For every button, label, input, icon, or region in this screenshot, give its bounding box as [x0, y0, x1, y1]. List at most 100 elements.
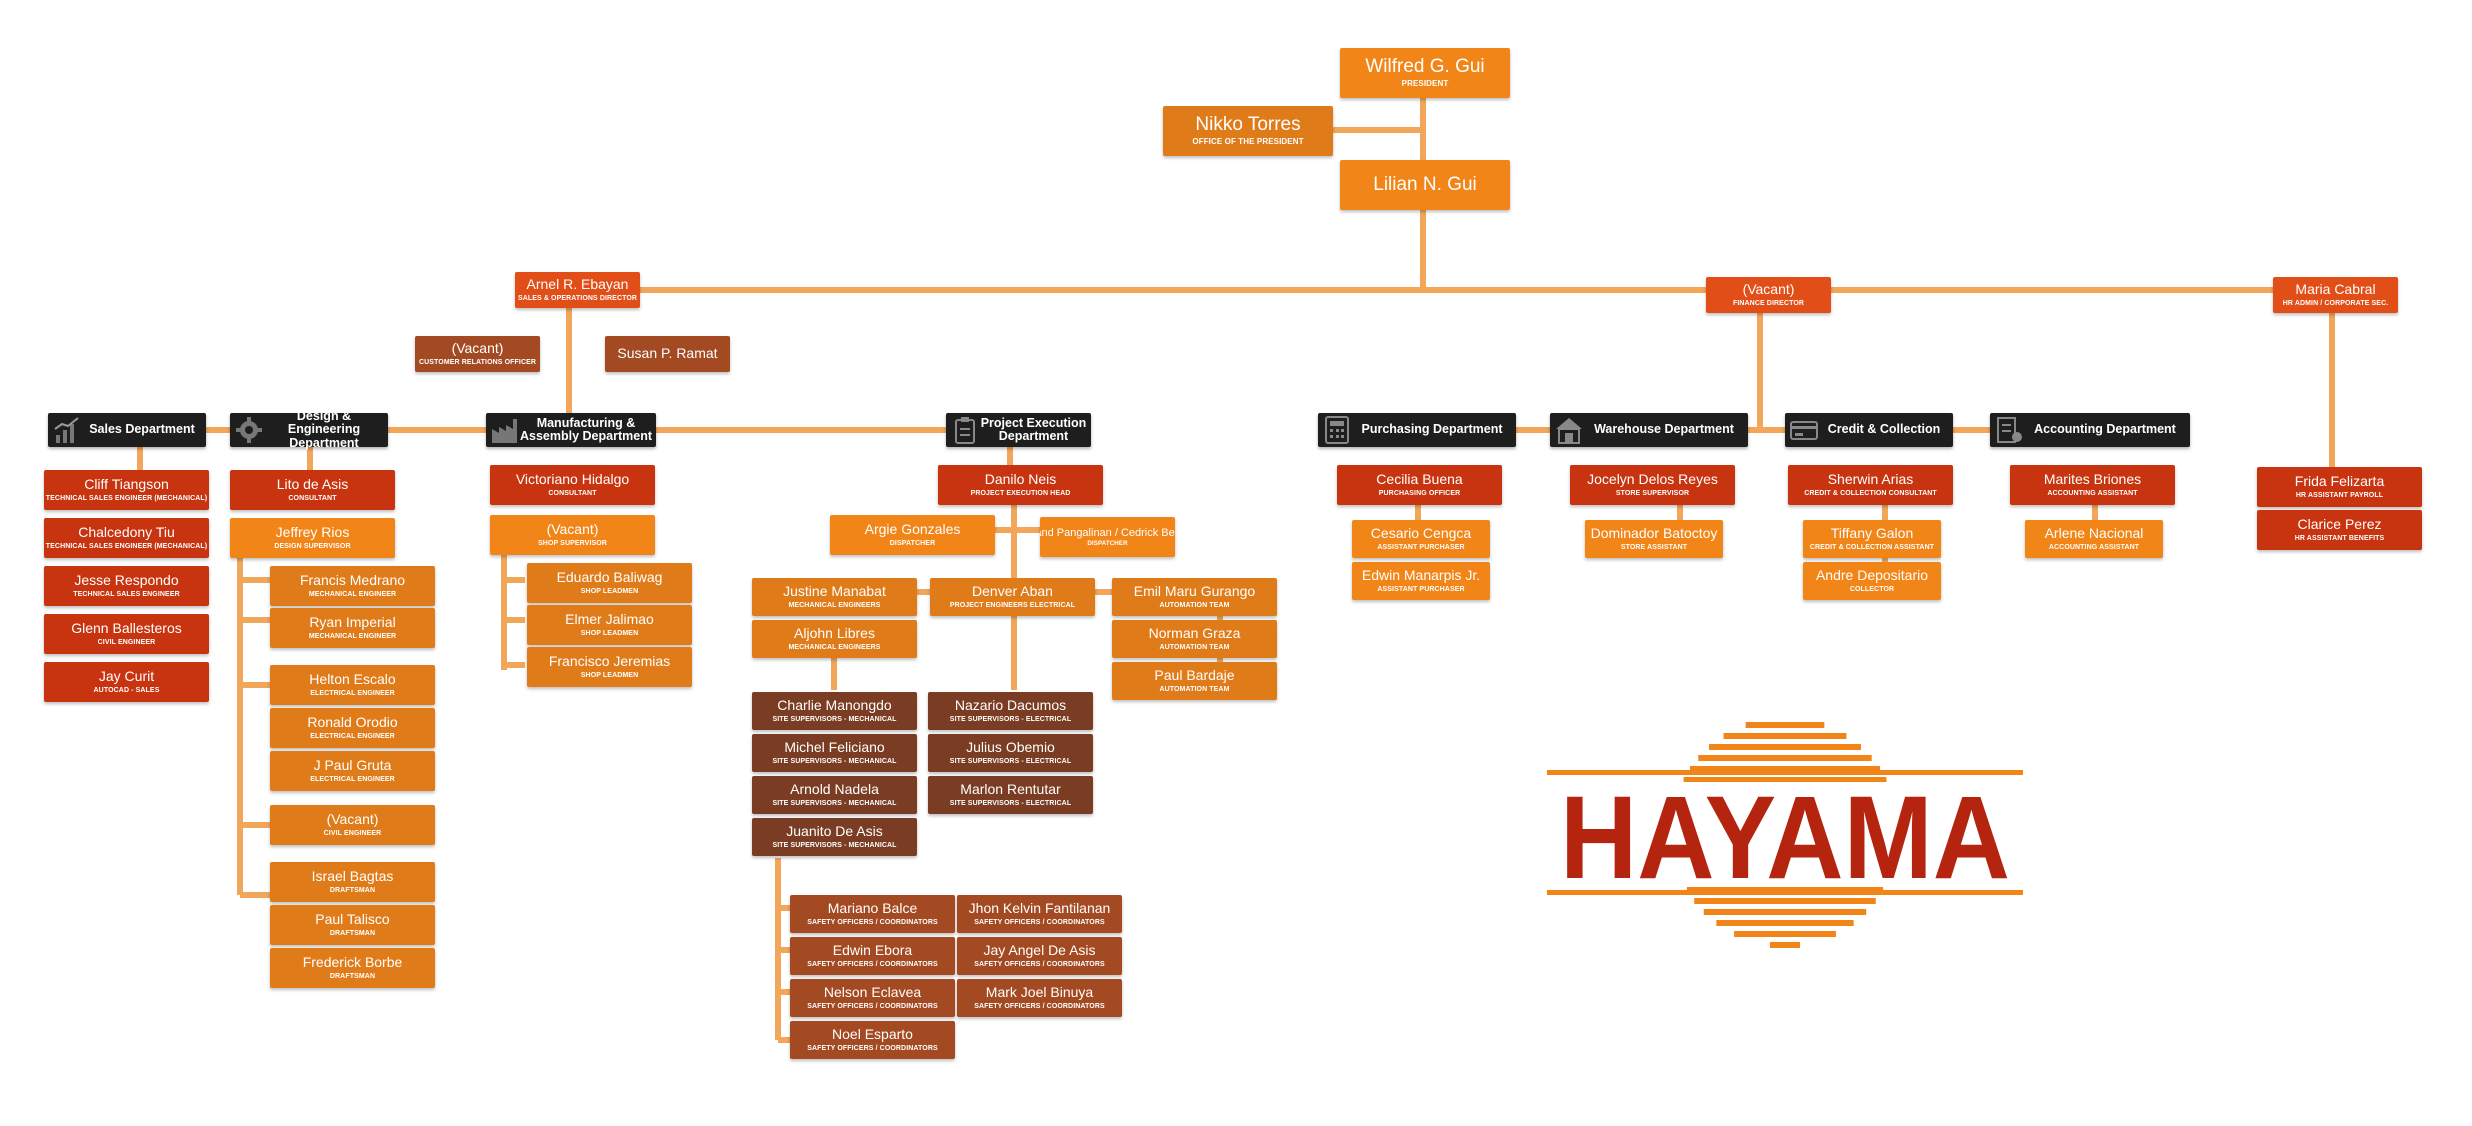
person-role: DRAFTSMAN — [329, 886, 376, 894]
person-name: Julius Obemio — [966, 739, 1055, 756]
person-name: Chalcedony Tiu — [78, 524, 175, 541]
person-name: Nelson Eclavea — [823, 984, 922, 1001]
person-name: Wilfred G. Gui — [1365, 56, 1485, 78]
person-name: Arnold Nadela — [790, 781, 879, 798]
person-name: Frederick Borbe — [302, 954, 403, 971]
person-role: PROJECT ENGINEERS ELECTRICAL — [949, 601, 1076, 609]
person-role: CREDIT & COLLECTION CONSULTANT — [1804, 489, 1937, 497]
department-label: Sales Department — [89, 422, 195, 437]
person-role: OFFICE OF THE PRESIDENT — [1192, 137, 1304, 147]
person-name: Jay Curit — [98, 668, 155, 685]
person-name: Jhon Kelvin Fantilanan — [968, 900, 1111, 917]
person-role: STORE SUPERVISOR — [1615, 489, 1690, 497]
person-name: Paul Bardaje — [1154, 667, 1235, 684]
person-role: ASSISTANT PURCHASER — [1377, 585, 1465, 593]
person-role: HR ASSISTANT PAYROLL — [2295, 491, 2384, 499]
house-icon — [1556, 418, 1582, 444]
department-label: Project Execution Department — [980, 415, 1087, 443]
person-role: MECHANICAL ENGINEER — [308, 590, 397, 598]
person-name: Victoriano Hidalgo — [515, 471, 630, 488]
person-name: (Vacant) — [546, 521, 599, 538]
person-role: SAFETY OFFICERS / COORDINATORS — [974, 1002, 1105, 1010]
person-name: Cliff Tiangson — [84, 476, 169, 493]
person-role: PRESIDENT — [1401, 79, 1449, 89]
clipboard-icon — [955, 417, 975, 444]
person-role: SAFETY OFFICERS / COORDINATORS — [807, 1002, 938, 1010]
person-role: HR ADMIN / CORPORATE SEC. — [2282, 299, 2389, 307]
person-name: Paul Talisco — [315, 911, 390, 928]
person-name: Juanito De Asis — [786, 823, 883, 840]
person-role: CONSULTANT — [288, 494, 337, 502]
person-role: DESIGN SUPERVISOR — [274, 542, 351, 550]
person-role: SAFETY OFFICERS / COORDINATORS — [974, 960, 1105, 968]
person-role: SITE SUPERVISORS - MECHANICAL — [772, 841, 897, 849]
department-header-purchasing: Purchasing Department — [1318, 413, 1516, 447]
ledger-icon — [1997, 417, 2022, 443]
person-name: Sherwin Arias — [1827, 471, 1914, 488]
person-role: SHOP LEADMEN — [580, 587, 639, 595]
person-role: MECHANICAL ENGINEERS — [788, 601, 881, 609]
person-name: Frida Felizarta — [2294, 473, 2385, 490]
person-role: TECHNICAL SALES ENGINEER — [73, 590, 180, 598]
person-role: SAFETY OFFICERS / COORDINATORS — [807, 918, 938, 926]
person-name: Francisco Jeremias — [548, 653, 671, 670]
person-name: (Vacant) — [451, 340, 504, 357]
person-role: SITE SUPERVISORS - ELECTRICAL — [949, 757, 1072, 765]
person-name: Noel Esparto — [832, 1026, 913, 1043]
person-name: Jeffrey Rios — [275, 524, 350, 541]
department-label: Credit & Collection — [1827, 422, 1941, 437]
person-name: Jocelyn Delos Reyes — [1587, 471, 1718, 488]
person-role: ELECTRICAL ENGINEER — [310, 732, 395, 740]
person-name: Cecilia Buena — [1376, 471, 1463, 488]
person-role: SITE SUPERVISORS - MECHANICAL — [772, 757, 897, 765]
department-header-sales: Sales Department — [48, 413, 206, 447]
person-role: SALES & OPERATIONS DIRECTOR — [517, 294, 638, 302]
person-role: MECHANICAL ENGINEER — [308, 632, 397, 640]
person-name: Jesse Respondo — [74, 572, 179, 589]
person-name: Francis Medrano — [299, 572, 406, 589]
person-role: SITE SUPERVISORS - ELECTRICAL — [949, 715, 1072, 723]
department-header-design: Design & Engineering Department — [230, 410, 388, 449]
person-role: SHOP LEADMEN — [580, 671, 639, 679]
person-name: Ryan Imperial — [309, 614, 396, 631]
department-label: Warehouse Department — [1594, 422, 1734, 437]
person-role: DISPATCHER — [1087, 539, 1128, 547]
person-name: Danilo Neis — [984, 471, 1057, 488]
person-role: ELECTRICAL ENGINEER — [310, 775, 395, 783]
card-icon — [1790, 421, 1818, 440]
logo-text: HAYAMA — [1560, 772, 2010, 904]
person-name: Dominador Batoctoy — [1590, 525, 1718, 542]
person-role: CIVIL ENGINEER — [97, 638, 156, 646]
person-name: (Vacant) — [1742, 281, 1795, 298]
person-name: (Vacant) — [326, 811, 379, 828]
person-name: Argie Gonzales — [864, 521, 961, 538]
person-role: CUSTOMER RELATIONS OFFICER — [418, 358, 537, 366]
department-header-manufacturing: Manufacturing & Assembly Department — [486, 413, 656, 447]
person-box-susan: Susan P. Ramat — [605, 336, 730, 372]
person-name: Denver Aban — [972, 583, 1053, 600]
hayama-logo: HAYAMA — [1547, 722, 2023, 948]
person-name: Tiffany Galon — [1830, 525, 1914, 542]
